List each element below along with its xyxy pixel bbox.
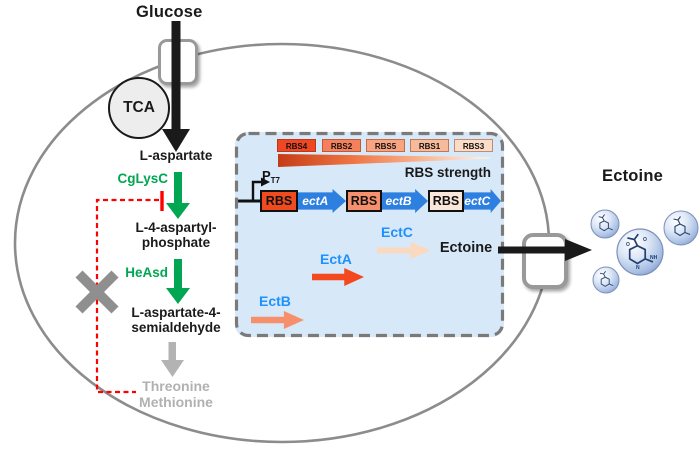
glucose-transporter <box>158 39 198 85</box>
metabolite-l-aspartate: L-aspartate <box>139 148 213 163</box>
ectb-label: EctB <box>259 293 291 309</box>
green-reaction-arrow-2 <box>166 259 190 304</box>
rbs-box-ectC: RBS <box>428 190 464 212</box>
metabolite-l-aspartate-4-semialdehyde: L-aspartate-4- semialdehyde <box>131 305 221 335</box>
promoter-p: P <box>262 168 271 183</box>
crossed-out-x-icon <box>75 270 119 314</box>
tca-cycle-circle: TCA <box>108 77 170 139</box>
glucose-title: Glucose <box>136 3 203 21</box>
ectoine-exporter <box>522 233 568 289</box>
plasmid-panel: RBS4 RBS2 RBS5 RBS1 RBS3 RBS strength PT… <box>235 132 504 337</box>
enzyme-cglysc: CgLysC <box>117 171 168 186</box>
byproducts-threonine-methionine: Threonine Methionine <box>139 378 213 410</box>
t7-promoter-label: PT7 <box>262 168 280 185</box>
green-reaction-arrow-1 <box>166 172 190 219</box>
metabolite-l4-aspartyl-phosphate: L-4-aspartyl- phosphate <box>135 220 217 250</box>
ectc-label: EctC <box>381 224 413 240</box>
rbs-box-ectB: RBS <box>346 190 382 212</box>
promoter-sub: T7 <box>270 176 281 185</box>
enzyme-heasd: HeAsd <box>125 265 168 280</box>
ecta-label: EctA <box>320 251 352 267</box>
ectoine-product-label: Ectoine <box>439 240 493 256</box>
ectoine-title-outside: Ectoine <box>602 167 663 185</box>
rbs-box-ectA: RBS <box>260 190 298 212</box>
tca-label: TCA <box>123 99 155 116</box>
gray-byproduct-arrow <box>161 342 184 377</box>
